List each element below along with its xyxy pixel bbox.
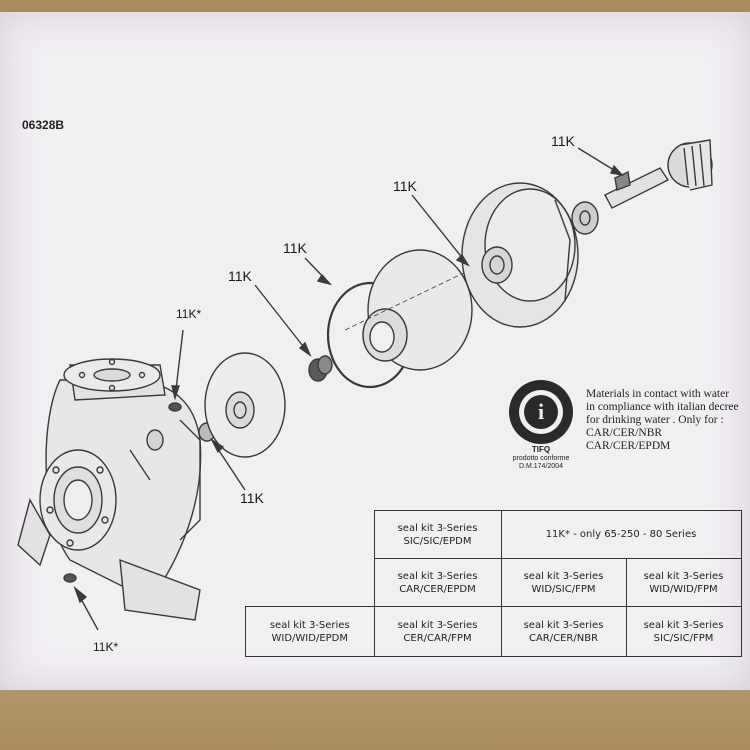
kit-title: seal kit 3-Series — [269, 619, 350, 631]
kit-materials: WID/WID/FPM — [649, 583, 718, 595]
note-line: in compliance with italian decree — [586, 401, 739, 413]
kit-title: seal kit 3-Series — [523, 619, 604, 631]
impeller — [204, 352, 286, 458]
drinking-water-note: Materials in contact with water in compl… — [586, 388, 739, 453]
label-11k-star-upper: 11K* — [176, 307, 202, 321]
kit-note-cell: 11K* - only 65-250 - 80 Series — [500, 510, 742, 559]
note-line: CAR/CER/EPDM — [586, 440, 671, 452]
kit-title: seal kit 3-Series — [643, 570, 724, 582]
label-11k-o-ring: 11K — [283, 240, 307, 256]
kit-title: seal kit 3-Series — [643, 619, 724, 631]
kit-cell: seal kit 3-Series WID/SIC/FPM — [500, 558, 627, 607]
kit-materials: CAR/CER/EPDM — [399, 583, 476, 595]
kit-cell: seal kit 3-Series WID/WID/EPDM — [245, 606, 375, 657]
tifq-logo — [509, 380, 573, 444]
label-11k-seal: 11K — [228, 268, 252, 284]
kit-materials: SIC/SIC/FPM — [653, 632, 714, 644]
label-11k-shaft: 11K — [551, 133, 575, 149]
cardboard-bottom-edge — [0, 690, 750, 750]
kit-materials: WID/SIC/FPM — [531, 583, 596, 595]
kit-title: seal kit 3-Series — [397, 570, 478, 582]
kit-cell: seal kit 3-Series CAR/CER/NBR — [500, 606, 627, 657]
note-line: Materials in contact with water — [586, 388, 730, 400]
pump-casing — [17, 358, 202, 621]
kit-title: seal kit 3-Series — [523, 570, 604, 582]
logo-i-glyph: i — [537, 399, 545, 424]
logo-line-2: D.M.174/2004 — [519, 463, 563, 470]
label-11k-nut: 11K — [240, 490, 264, 506]
kit-note: 11K* - only 65-250 - 80 Series — [545, 529, 697, 540]
kit-materials: CER/CAR/FPM — [403, 632, 472, 644]
kit-materials: WID/WID/EPDM — [271, 632, 349, 644]
bearing — [571, 201, 599, 235]
o-ring-lower — [63, 573, 77, 583]
empty-cell — [246, 511, 375, 559]
kit-materials: CAR/CER/NBR — [528, 632, 599, 644]
mechanical-seal — [308, 355, 333, 382]
note-line: for drinking water . Only for : — [586, 414, 724, 426]
kit-cell: seal kit 3-Series SIC/SIC/FPM — [625, 606, 742, 657]
seal-kit-table: seal kit 3-Series SIC/SIC/EPDM 11K* - on… — [245, 510, 742, 657]
logo-name: TIFQ — [531, 445, 551, 454]
kit-cell: seal kit 3-Series CER/CAR/FPM — [373, 606, 502, 657]
kit-cell: seal kit 3-Series CAR/CER/EPDM — [373, 558, 502, 607]
label-11k-star-lower: 11K* — [93, 640, 119, 654]
empty-cell — [246, 559, 375, 607]
kit-cell: seal kit 3-Series WID/WID/FPM — [625, 558, 742, 607]
kit-cell: seal kit 3-Series SIC/SIC/EPDM — [373, 510, 502, 559]
logo-line-1: prodotto conforme — [512, 455, 570, 462]
note-line: CAR/CER/NBR — [586, 427, 663, 439]
motor-bracket — [461, 182, 579, 328]
kit-title: seal kit 3-Series — [397, 522, 478, 534]
shaft — [604, 139, 713, 209]
kit-title: seal kit 3-Series — [397, 619, 478, 631]
o-ring-upper — [168, 402, 182, 412]
drawing-code: 06328B — [22, 118, 65, 132]
label-11k-washer: 11K — [393, 178, 417, 194]
kit-materials: SIC/SIC/EPDM — [403, 535, 472, 547]
seal-housing — [362, 249, 473, 371]
cardboard-top-edge — [0, 0, 750, 12]
